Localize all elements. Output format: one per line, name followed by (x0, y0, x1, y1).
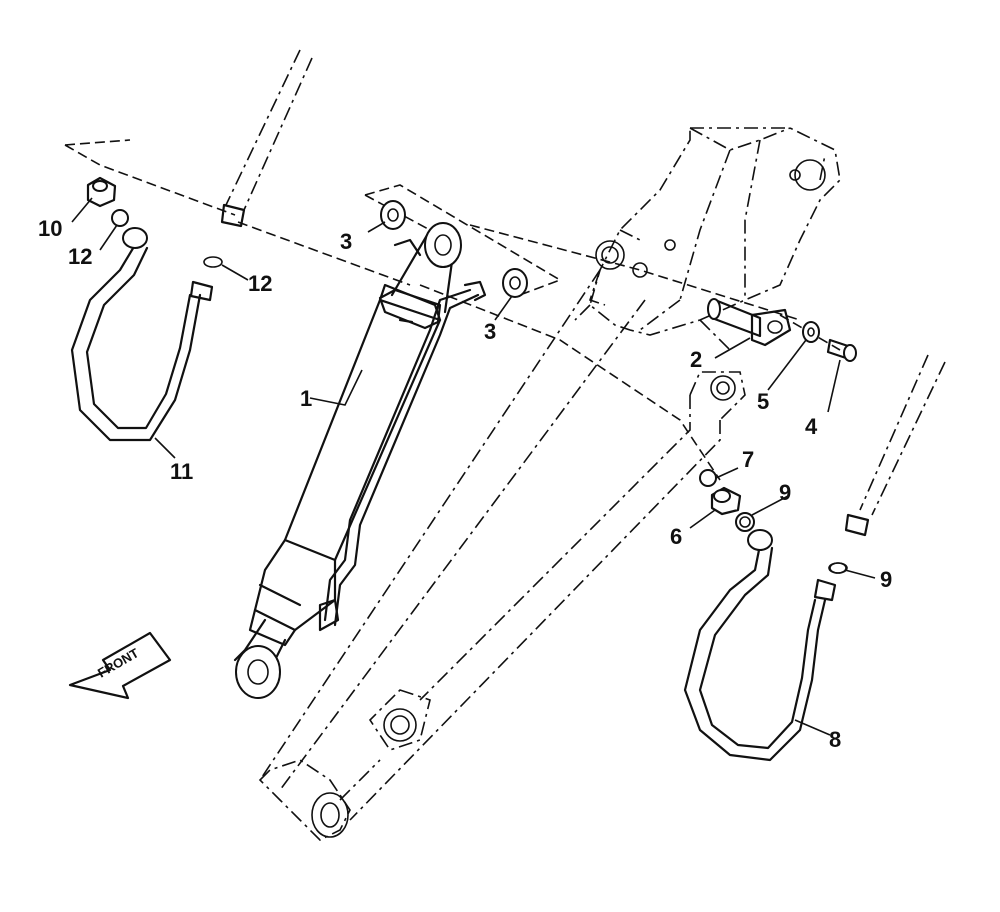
o-ring-12a (111, 209, 129, 227)
callouts: 1 2 3 3 4 5 6 7 8 9 9 10 11 12 12 (38, 216, 892, 752)
fitting-10 (86, 176, 117, 208)
boom-pin (707, 298, 792, 347)
callout-6: 6 (670, 524, 682, 549)
hose-8 (683, 513, 870, 762)
o-ring-9a (735, 512, 755, 532)
boom-outline (258, 127, 841, 841)
callout-12-left: 12 (68, 244, 92, 269)
upper-hose-lines (225, 49, 946, 516)
front-arrow: FRONT (68, 631, 172, 700)
hydraulic-cylinder (233, 222, 487, 699)
callout-12-right: 12 (248, 271, 272, 296)
callout-2: 2 (690, 347, 702, 372)
callout-5: 5 (757, 389, 769, 414)
hose-11 (70, 203, 246, 442)
o-ring-9b (828, 562, 848, 574)
callout-9-upper: 9 (779, 480, 791, 505)
callout-3-bottom: 3 (484, 319, 496, 344)
o-ring-12b (203, 256, 223, 268)
fitting-6 (710, 486, 742, 516)
callout-1: 1 (300, 386, 312, 411)
washers-3 (380, 200, 528, 298)
center-lines (64, 139, 841, 481)
callout-8: 8 (829, 727, 841, 752)
leader-lines (71, 197, 876, 736)
washer-5 (802, 321, 820, 343)
callout-10: 10 (38, 216, 62, 241)
callout-7: 7 (742, 447, 754, 472)
bolt-4 (826, 338, 857, 362)
o-ring-7 (699, 469, 717, 487)
callout-11: 11 (170, 459, 193, 484)
callout-9-lower: 9 (880, 567, 892, 592)
callout-4: 4 (805, 414, 818, 439)
callout-3-top: 3 (340, 229, 352, 254)
